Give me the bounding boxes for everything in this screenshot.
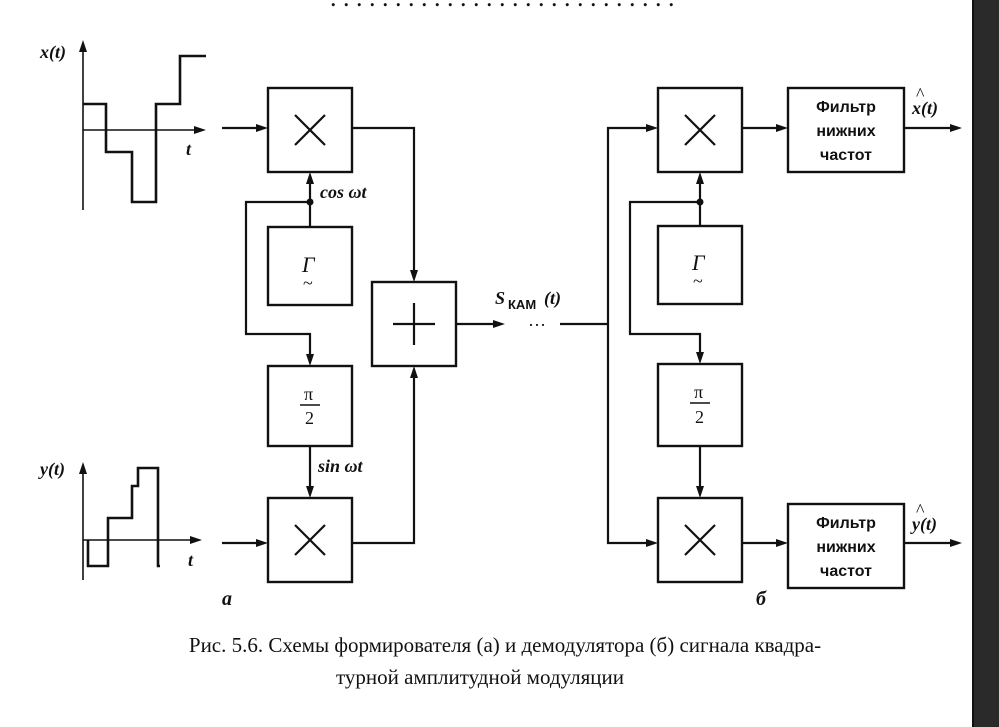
adder [370, 280, 458, 368]
svg-text:нижних: нижних [816, 539, 875, 556]
svg-text:Г: Г [691, 250, 706, 275]
right-generator: Г ~ [656, 224, 744, 306]
right-multiplier-bottom [656, 496, 744, 584]
caption-line-2: турной амплитудной модуляции [336, 665, 624, 689]
x-t-axis-label: t [186, 139, 192, 159]
y-t-axis-label: t [188, 550, 194, 570]
svg-text:y(t): y(t) [910, 514, 937, 535]
cos-label: cos ωt [320, 182, 368, 202]
svg-text:…: … [528, 310, 546, 330]
svg-text:Фильтр: Фильтр [816, 99, 876, 116]
svg-text:частот: частот [820, 147, 872, 164]
svg-text:~: ~ [303, 273, 313, 293]
svg-text:КАМ: КАМ [508, 297, 536, 312]
y-signal-graph: y(t) t [38, 459, 202, 580]
top-cut-text: . . . . . . . . . . . . . . . . . . . . … [330, 0, 675, 12]
svg-text:π: π [694, 382, 703, 402]
svg-text:2: 2 [695, 407, 704, 427]
right-wires [560, 124, 962, 547]
right-multiplier-top [656, 86, 744, 174]
svg-text:S: S [495, 288, 505, 308]
right-phase-shifter: π 2 [656, 362, 744, 448]
qam-diagram: . . . . . . . . . . . . . . . . . . . . … [38, 0, 962, 689]
svg-text:π: π [304, 384, 313, 404]
svg-text:Г: Г [301, 252, 316, 277]
x-signal-graph: x(t) t [39, 40, 206, 210]
panel-label-a: а [222, 588, 232, 610]
svg-text:(t): (t) [544, 288, 561, 309]
svg-text:x(t): x(t) [911, 98, 938, 119]
sin-label: sin ωt [317, 456, 364, 476]
lpf-top-block: Фильтр нижних частот [786, 86, 906, 174]
lpf-bottom-block: Фильтр нижних частот [786, 502, 906, 590]
y-signal-label: y(t) [38, 459, 65, 480]
caption-line-1: Рис. 5.6. Схемы формирователя (а) и демо… [189, 633, 821, 657]
svg-text:^: ^ [916, 500, 925, 520]
x-signal-label: x(t) [39, 42, 66, 63]
svg-text:~: ~ [693, 271, 703, 291]
output-signal-label: S КАМ (t) … [495, 288, 561, 330]
book-page: . . . . . . . . . . . . . . . . . . . . … [0, 0, 974, 727]
left-phase-shifter: π 2 [266, 364, 354, 448]
svg-text:нижних: нижних [816, 123, 875, 140]
svg-text:частот: частот [820, 563, 872, 580]
svg-text:^: ^ [916, 84, 925, 104]
out-x-label: ^ x(t) [911, 84, 938, 119]
panel-label-b: б [756, 588, 767, 610]
svg-text:2: 2 [305, 408, 314, 428]
left-wires [222, 124, 505, 547]
svg-text:Фильтр: Фильтр [816, 515, 876, 532]
left-multiplier-bottom [266, 496, 354, 584]
left-multiplier-top [266, 86, 354, 174]
left-generator: Г ~ [266, 225, 354, 307]
out-y-label: ^ y(t) [910, 500, 937, 535]
